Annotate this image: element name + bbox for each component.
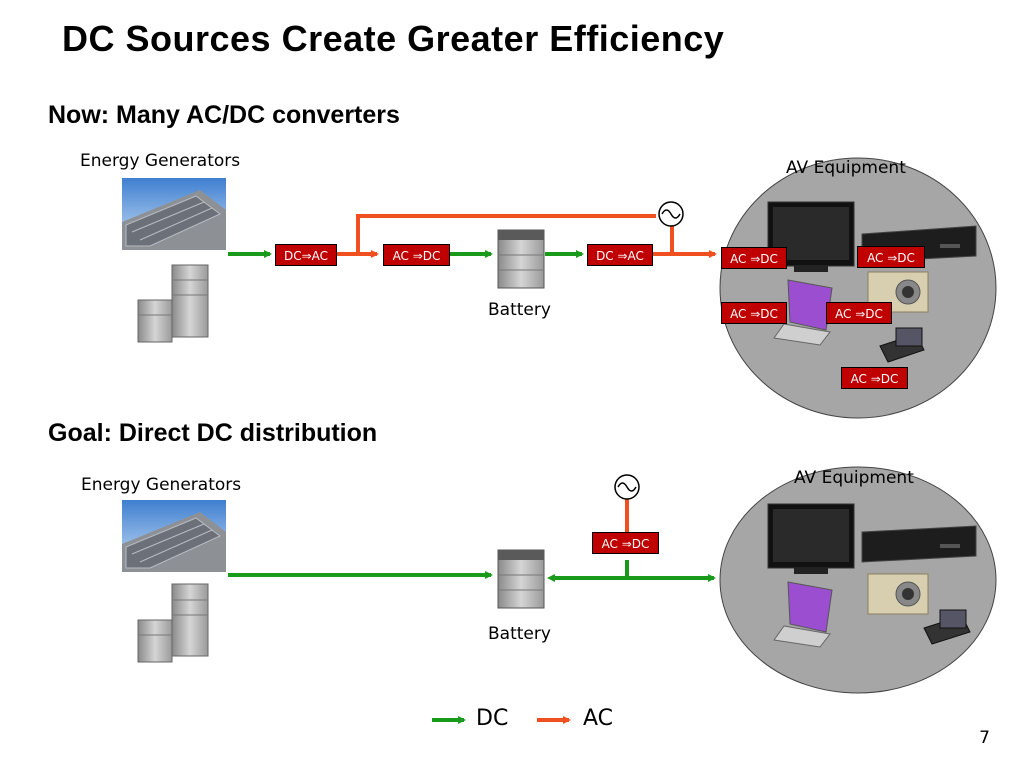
fuel-cell-icon	[137, 264, 209, 343]
ac-source-icon	[614, 474, 640, 500]
ac-source-icon	[658, 201, 684, 227]
camera-icon	[867, 271, 929, 313]
now-heading: Now: Many AC/DC converters	[48, 101, 400, 129]
fuel-cell-icon	[137, 583, 209, 663]
solar-roof-icon	[122, 500, 226, 572]
converter-ac-to-dc-camera: AC ⇒DC	[826, 302, 892, 324]
goal-av-label: AV Equipment	[794, 468, 914, 488]
recorder-icon	[861, 525, 977, 563]
solar-roof-icon	[122, 178, 226, 250]
converter-ac-to-dc-battery: AC ⇒DC	[383, 244, 450, 266]
now-battery-label: Battery	[488, 300, 551, 320]
converter-ac-to-dc-laptop: AC ⇒DC	[721, 302, 787, 324]
converter-ac-to-dc-recorder: AC ⇒DC	[857, 246, 925, 268]
converter-ac-to-dc-tv: AC ⇒DC	[721, 247, 787, 269]
now-av-label: AV Equipment	[786, 158, 906, 178]
converter-ac-to-dc-grid: AC ⇒DC	[592, 532, 659, 554]
converter-dc-to-ac-battery: DC ⇒AC	[587, 244, 653, 266]
legend-ac-label: AC	[583, 706, 614, 731]
mobile-device-icon	[879, 327, 925, 363]
converter-dc-to-ac-generator: DC⇒AC	[275, 244, 337, 266]
ac-grid-bypass-line	[356, 214, 656, 254]
converter-ac-to-dc-mobile: AC ⇒DC	[841, 367, 908, 389]
tv-icon	[767, 503, 855, 574]
battery-icon	[497, 549, 545, 609]
av-equipment-circle-goal	[719, 466, 997, 694]
goal-heading: Goal: Direct DC distribution	[48, 419, 378, 447]
goal-generators-label: Energy Generators	[81, 475, 242, 495]
camera-icon	[867, 573, 929, 615]
battery-icon	[497, 229, 545, 289]
page-number: 7	[979, 728, 990, 748]
mobile-device-icon	[923, 609, 971, 645]
laptop-icon	[773, 279, 833, 346]
laptop-icon	[773, 581, 833, 648]
now-generators-label: Energy Generators	[80, 151, 241, 171]
goal-battery-label: Battery	[488, 624, 551, 644]
slide-title: DC Sources Create Greater Efficiency	[62, 18, 725, 59]
legend-dc-label: DC	[476, 706, 509, 731]
